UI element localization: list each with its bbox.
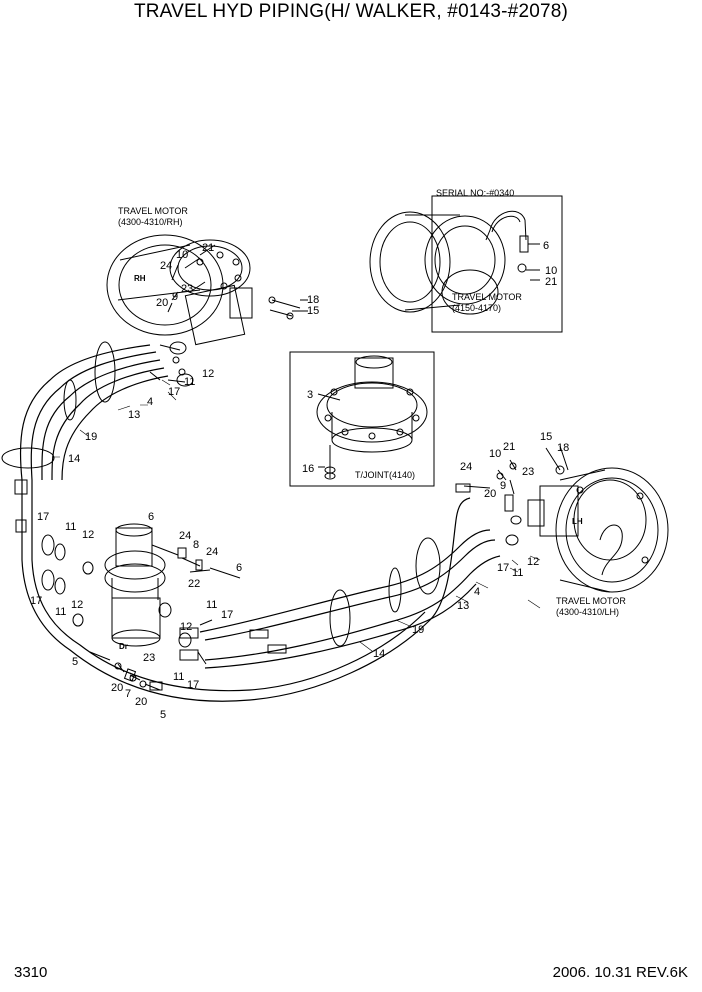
travel-motor-lh <box>527 467 669 593</box>
serial-motor-box <box>369 195 563 333</box>
callout-c-23: 23 <box>143 652 155 664</box>
callout-14a: 14 <box>68 453 80 465</box>
callout-l-12b: 12 <box>71 599 83 611</box>
callout-rh-4: 4 <box>147 396 153 408</box>
travel-motor-lh-label: TRAVEL MOTOR <box>556 596 626 606</box>
callout-lh-18: 18 <box>557 442 569 454</box>
callout-rh-17: 17 <box>168 386 180 398</box>
callout-rh-11: 11 <box>184 376 195 388</box>
callout-rh-20: 20 <box>156 297 168 309</box>
callout-rh-12: 12 <box>202 368 214 380</box>
callout-lh-19: 19 <box>412 624 424 636</box>
callout-lh-13: 13 <box>457 600 469 612</box>
hose-bundle <box>19 344 501 702</box>
page-number: 3310 <box>14 964 48 981</box>
callout-lh-21: 21 <box>503 441 515 453</box>
callout-lh-11: 11 <box>512 567 523 579</box>
callout-lh-12: 12 <box>527 556 539 568</box>
callout-rh-19: 19 <box>85 431 97 443</box>
callout-lh-10: 10 <box>489 448 501 460</box>
callout-lh-17: 17 <box>497 562 509 574</box>
callout-lh-20: 20 <box>484 488 496 500</box>
callout-rh-21: 21 <box>202 242 214 254</box>
callout-14b: 14 <box>373 648 385 660</box>
callout-c-6a: 6 <box>148 511 154 523</box>
tjoint-box <box>289 351 435 487</box>
callout-c-8: 8 <box>193 539 199 551</box>
callout-lh-23: 23 <box>522 466 534 478</box>
center-joint <box>104 523 241 647</box>
dr-tag: Dr <box>119 642 128 651</box>
callout-c-24a: 24 <box>179 530 191 542</box>
callout-5b: 5 <box>160 709 166 721</box>
callout-20b: 20 <box>135 696 147 708</box>
callout-rh-13: 13 <box>128 409 140 421</box>
travel-motor-serial-range: (4150-4170) <box>452 303 501 313</box>
callout-rh-23: 23 <box>181 283 193 295</box>
lh-tag: LH <box>572 517 583 526</box>
rh-tag: RH <box>134 274 146 283</box>
callout-7: 7 <box>125 688 131 700</box>
callout-c-11a: 11 <box>206 599 217 611</box>
callout-lh-4: 4 <box>474 586 480 598</box>
callout-rh-9: 9 <box>172 291 178 303</box>
callout-tj-16: 16 <box>302 463 314 475</box>
travel-motor-rh-label: TRAVEL MOTOR <box>118 206 188 216</box>
callout-l-17b: 17 <box>30 595 42 607</box>
callout-sn-21: 21 <box>545 276 557 288</box>
callout-sn-10: 10 <box>545 265 557 277</box>
callout-l-17a: 17 <box>37 511 49 523</box>
callout-c-11b: 11 <box>173 671 184 683</box>
callout-l-12a: 12 <box>82 529 94 541</box>
callout-l-11a: 11 <box>65 521 76 533</box>
travel-motor-rh <box>106 234 253 346</box>
callout-l-11b: 11 <box>55 606 66 618</box>
callout-c-17a: 17 <box>221 609 233 621</box>
revision-date: 2006. 10.31 REV.6K <box>552 964 688 981</box>
callout-tj-3: 3 <box>307 389 313 401</box>
callout-lh-24: 24 <box>460 461 472 473</box>
travel-motor-serial-label: TRAVEL MOTOR <box>452 292 522 302</box>
tjoint-label: T/JOINT(4140) <box>355 470 415 480</box>
travel-motor-lh-range: (4300-4310/LH) <box>556 607 619 617</box>
callout-20a: 20 <box>111 682 123 694</box>
callout-rh-18: 18 <box>307 294 319 306</box>
callout-rh-24: 24 <box>160 260 172 272</box>
callout-lh-9: 9 <box>500 480 506 492</box>
callout-c-24b: 24 <box>206 546 218 558</box>
callout-sn-6: 6 <box>543 240 549 252</box>
callout-5a: 5 <box>72 656 78 668</box>
travel-motor-rh-range: (4300-4310/RH) <box>118 217 183 227</box>
callout-lh-15: 15 <box>540 431 552 443</box>
callout-c-17b: 17 <box>187 679 199 691</box>
page-title: TRAVEL HYD PIPING(H/ WALKER, #0143-#2078… <box>133 1 569 22</box>
serial-no-label: SERIAL NO:-#0340 <box>436 188 514 198</box>
callout-rh-10: 10 <box>176 249 188 261</box>
callout-c-6b: 6 <box>236 562 242 574</box>
callout-rh-15: 15 <box>307 305 319 317</box>
callout-c-22: 22 <box>188 578 200 590</box>
callout-c-12: 12 <box>180 621 192 633</box>
